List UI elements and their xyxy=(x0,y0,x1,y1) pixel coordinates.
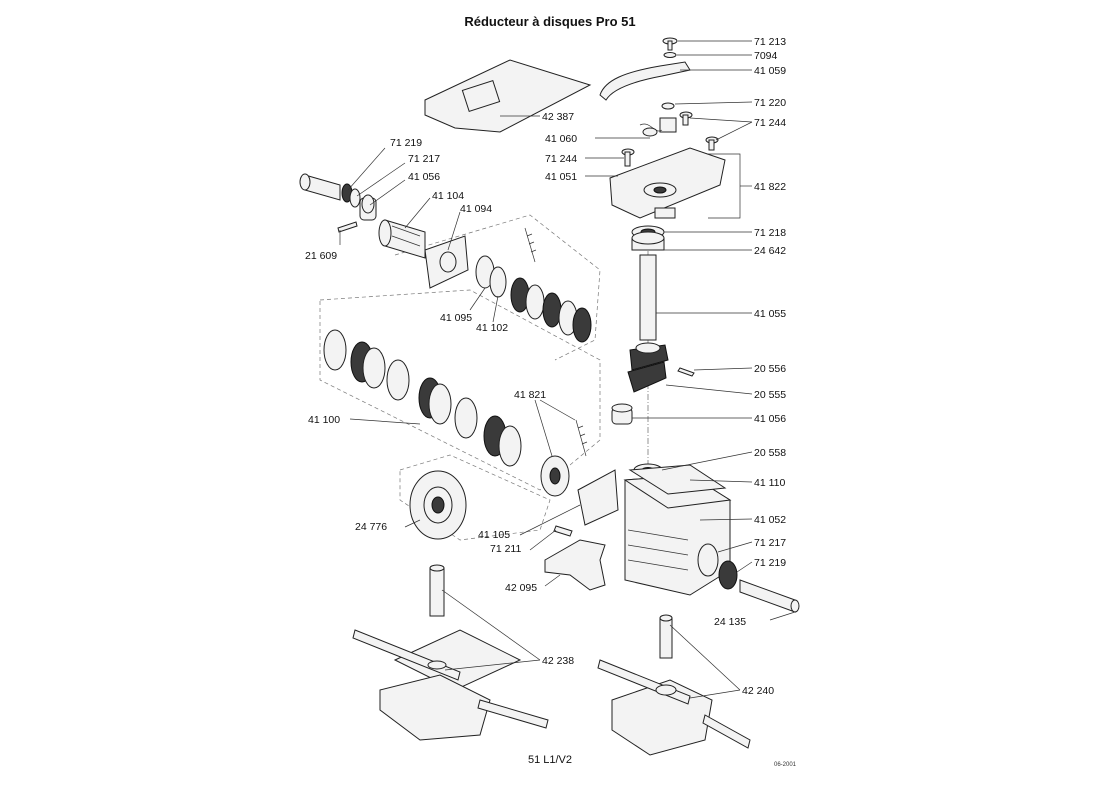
ring-71219-right xyxy=(718,560,738,590)
ring-71217-right xyxy=(697,543,719,577)
label-41056-left: 41 056 xyxy=(408,171,440,183)
label-24135: 24 135 xyxy=(714,616,746,628)
screw-71213 xyxy=(662,37,678,51)
label-71218: 71 218 xyxy=(754,227,786,239)
label-24642: 24 642 xyxy=(754,245,786,257)
plate-42387 xyxy=(424,59,592,133)
scale-mark-upper xyxy=(524,227,537,263)
label-20558: 20 558 xyxy=(754,447,786,459)
label-24776: 24 776 xyxy=(355,521,387,533)
label-7094: 7094 xyxy=(754,50,778,62)
worm-20555 xyxy=(627,342,669,393)
label-41095: 41 095 xyxy=(440,312,472,324)
screw-71211 xyxy=(553,525,573,537)
crown-gear-24776 xyxy=(409,470,467,540)
clutch-pack-outline-lower xyxy=(319,289,601,491)
leader-lines xyxy=(339,40,796,699)
label-41110: 41 110 xyxy=(754,477,785,489)
label-71244-left: 71 244 xyxy=(545,153,577,165)
date-code: 06-2001 xyxy=(774,762,797,768)
label-71213: 71 213 xyxy=(754,36,786,48)
label-42238: 42 238 xyxy=(542,655,574,667)
label-42240: 42 240 xyxy=(742,685,774,697)
callout-labels: 71 213 7094 41 059 42 387 71 220 71 244 … xyxy=(305,36,786,697)
disc-lower-9 xyxy=(498,425,522,467)
label-41821: 41 821 xyxy=(514,389,546,401)
disc-lower-4 xyxy=(386,359,410,401)
disc-lower-7 xyxy=(454,397,478,439)
label-71219-left: 71 219 xyxy=(390,137,422,149)
bearing-24642 xyxy=(631,231,665,251)
bushing-41056-right xyxy=(611,403,633,425)
washer-71220 xyxy=(661,102,675,110)
washer-7094 xyxy=(663,52,677,58)
label-41055: 41 055 xyxy=(754,308,786,320)
label-71217-left: 71 217 xyxy=(408,153,440,165)
label-71244-right: 71 244 xyxy=(754,117,786,129)
label-41100: 41 100 xyxy=(308,414,340,426)
sleeve-42238 xyxy=(429,564,445,617)
lever-41059 xyxy=(599,61,691,101)
label-41094: 41 094 xyxy=(460,203,492,215)
splined-hub-41104 xyxy=(378,219,426,259)
shaft-41055 xyxy=(639,254,657,341)
ring-71217-left xyxy=(349,188,361,208)
label-20556: 20 556 xyxy=(754,363,786,375)
bracket-42095 xyxy=(544,539,606,591)
screw-71244-right xyxy=(705,136,719,151)
label-20555: 20 555 xyxy=(754,389,786,401)
spacer-41821 xyxy=(540,455,570,497)
label-71220: 71 220 xyxy=(754,97,786,109)
disc-upper-3 xyxy=(542,292,562,328)
gear-outline xyxy=(399,454,551,541)
label-41105: 41 105 xyxy=(478,529,510,541)
bracket-41094 xyxy=(424,235,469,289)
label-71211: 71 211 xyxy=(490,543,521,555)
plate-window xyxy=(461,79,501,113)
page-code: 51 L1/V2 xyxy=(527,754,573,766)
washer-41102 xyxy=(489,266,507,298)
screw-71244-top xyxy=(679,111,693,126)
pin-21609 xyxy=(337,221,358,233)
label-42095: 42 095 xyxy=(505,582,537,594)
label-71219-right: 71 219 xyxy=(754,557,786,569)
sleeve-42240 xyxy=(659,614,673,659)
shaft-end-left xyxy=(299,173,341,201)
label-41051: 41 051 xyxy=(545,171,577,183)
disc-lower-1 xyxy=(323,329,347,371)
assembly-right xyxy=(597,659,751,756)
bushing-41056-left xyxy=(359,194,377,221)
scale-mark-lower xyxy=(575,419,588,457)
pin-20556 xyxy=(677,367,695,377)
clutch-pack-outline-upper xyxy=(394,214,601,361)
gasket-41110 xyxy=(628,464,727,495)
cover-plate-41105 xyxy=(577,469,619,526)
disc-upper-2 xyxy=(525,284,545,320)
cover-41051 xyxy=(609,147,726,219)
label-41060: 41 060 xyxy=(545,133,577,145)
block-41060 xyxy=(639,117,677,137)
label-41102: 41 102 xyxy=(476,322,508,334)
disc-upper-5 xyxy=(572,307,592,343)
assembly-left xyxy=(352,629,549,741)
label-41059: 41 059 xyxy=(754,65,786,77)
screw-71244-left xyxy=(621,148,635,167)
label-41104: 41 104 xyxy=(432,190,464,202)
label-21609: 21 609 xyxy=(305,250,337,262)
label-41822: 41 822 xyxy=(754,181,786,193)
label-41056-right: 41 056 xyxy=(754,413,786,425)
output-shaft-24135 xyxy=(739,579,800,613)
label-42387: 42 387 xyxy=(542,111,574,123)
diagram-title: Réducteur à disques Pro 51 xyxy=(464,14,636,29)
disc-lower-6 xyxy=(428,383,452,425)
label-71217-right: 71 217 xyxy=(754,537,786,549)
disc-lower-3 xyxy=(362,347,386,389)
label-41052: 41 052 xyxy=(754,514,786,526)
